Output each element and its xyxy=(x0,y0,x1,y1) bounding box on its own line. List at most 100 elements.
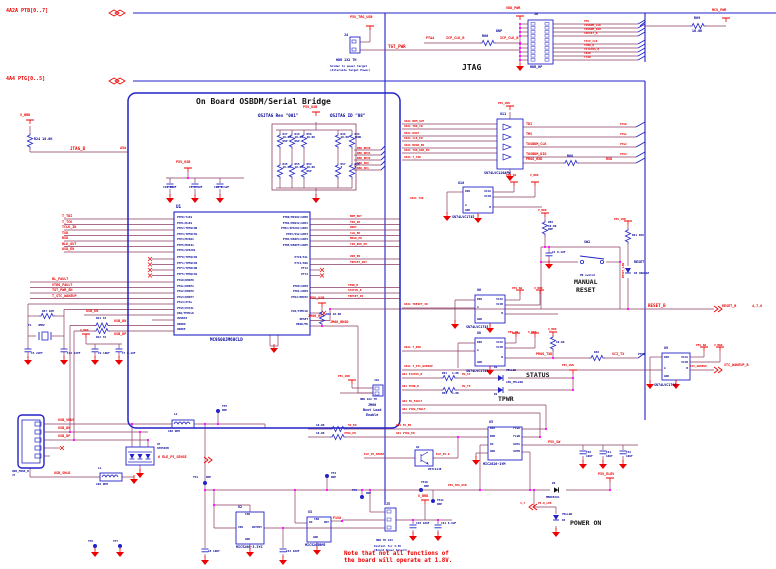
label-L-jm60_rst: JM60_RST xyxy=(308,314,325,318)
label-L-hdr_hp: HDR_HP xyxy=(530,65,543,69)
label-buffer-outputs-1: TMS xyxy=(526,132,533,136)
label-L-d6p: MBR0520L xyxy=(546,495,560,499)
label-L-q1: Q1 xyxy=(416,445,420,449)
label-bank-top-1: R46 xyxy=(294,132,300,136)
label-mcu-left_nets3-2: TGT_PWR_EN xyxy=(52,288,73,293)
label-mcu-left_nets-1: T_TCK xyxy=(62,219,73,224)
label-mcu-left_nets-3: TXD xyxy=(62,230,69,235)
label-L-u6: U6 xyxy=(477,288,482,292)
label-bank-topv-1: 10.0K xyxy=(294,135,303,140)
label-bank-bot-4: R56 xyxy=(354,162,360,166)
label-L-v_brd: V_BRD xyxy=(20,113,31,117)
label-mcu-left_pins-2: PTE2/TPM1CH0 xyxy=(177,226,198,231)
label-bank-bot-1: R55 xyxy=(294,162,300,166)
label-bank-nets-1: KBD_REV1 xyxy=(357,150,371,155)
label-L-u2p: MIC5200-3.3YS xyxy=(236,545,263,549)
label-L-u8: U8 xyxy=(477,331,482,335)
label-L-tp11: TP11 xyxy=(437,498,444,502)
label-mcu-left_pins-4: PTE4/MISO1 xyxy=(177,237,194,242)
label-mcu-left_pins3-0: PTG0/KBIP0 xyxy=(177,278,194,283)
label-L-f5v: A01 5V_FAULT xyxy=(402,399,423,403)
label-L-p5v_usb: P5V_USB xyxy=(562,363,574,367)
label-L-reset_b: RESET_B xyxy=(648,303,666,308)
label-L-y1v: 4MHZ xyxy=(38,323,45,327)
label-L-k10: 10.0K xyxy=(548,223,557,228)
label-L-reset_led: RESET_LED xyxy=(621,262,625,278)
label-bank-botv-1: 10.0K xyxy=(294,165,303,170)
label-L-p5v_usb: P5V_USB xyxy=(498,101,510,105)
label-L-t_rxd: A5A1 T_RXD xyxy=(404,345,421,349)
label-L-j4n2: (Alternate Target Power) xyxy=(330,68,371,72)
label-L-k10: 10.0K xyxy=(692,29,703,33)
label-L-icp_clk_b: ICP_CLK_B xyxy=(500,36,519,40)
label-bank-nets-4: KBD_ID1 xyxy=(357,165,369,170)
label-bank-bot-3: R57 xyxy=(340,162,346,166)
label-mcu-right_pins2-1: PTC1/SDA xyxy=(294,260,308,265)
label-bank-id: OSJTAG ID "08" xyxy=(330,113,366,118)
label-L-status_b: A01 STATUS_B xyxy=(402,372,423,376)
label-mcu-left_pins3-1: PTG1/KBIP1 xyxy=(177,283,194,288)
label-L-dnp: DNP xyxy=(331,475,337,479)
label-L-led_yellow: LED_YELLOW xyxy=(506,380,523,384)
label-L-txd_in: A5A1 TXD xyxy=(410,196,424,200)
label-jtag-right_nets-3: TRESET_B xyxy=(584,31,598,36)
label-mcu-right_pins-3: PTB3/SS2/ADP3 xyxy=(286,231,308,236)
label-L-c41: C41 0.1UF xyxy=(441,521,457,525)
label-L-p50_led: P5.0_LED xyxy=(538,501,552,505)
label-L-u1: U1 xyxy=(176,204,182,209)
label-L-d3: D3 ORANGE xyxy=(634,271,650,275)
label-L-pa: A xyxy=(477,348,479,352)
label-L-p5v_sw: P5V_SW xyxy=(508,330,519,334)
label-L-ohm100: 100 OHM xyxy=(168,429,180,433)
label-mcu-left_pins4-0: VUSB33 xyxy=(177,316,188,321)
label-L-jm60_bkgd: JM60_BKGD xyxy=(330,320,349,324)
label-L-tp10: TP10 xyxy=(421,480,428,484)
label-L-t45: SN74LVC1T45 xyxy=(654,383,677,387)
label-jtag-right_nets-6: TSTATUS_B xyxy=(584,47,600,52)
label-L-v_brd: V_BRD xyxy=(534,286,543,290)
label-L-sense: ELE_P5_SENSE xyxy=(364,452,385,456)
label-L-c32: C32 xyxy=(626,450,632,454)
label-L-uf10: 10UF xyxy=(606,454,613,458)
label-L-u3p: MIC5205BM5 xyxy=(305,543,326,547)
label-mcu-left_pins-3: PTE3/TPM1CH1 xyxy=(177,231,198,236)
label-L-c5: C5 0.1UF xyxy=(189,185,203,189)
label-L-t45: SN74LVC1T45 xyxy=(466,369,489,373)
label-L-pb: B xyxy=(501,311,503,315)
label-mcu-left_pins3-5: PTG5/EXTAL xyxy=(177,305,194,310)
label-L-c13: C13 22PF xyxy=(67,351,81,355)
label-L-boot: Boot Load xyxy=(363,408,382,412)
label-L-gnd: GND xyxy=(664,374,670,378)
label-L-usb_dn: USB_DN xyxy=(114,319,127,323)
label-mcu-right_pins3-0: PTD0/ADP8 xyxy=(292,283,308,288)
label-L-k10: 10.0K xyxy=(316,431,325,435)
label-L-treset_in: A5A1 TRESET_IN xyxy=(404,302,428,306)
label-L-envtrgl: VTRG_EN xyxy=(344,431,356,435)
label-mcu-right_nets3-2: TRESET_IN xyxy=(348,293,364,298)
label-L-vcca: VCCA xyxy=(496,297,503,301)
label-mcu-right_pins4-1: RESET xyxy=(299,316,308,321)
label-L-q1p: PDTC114E xyxy=(428,467,442,471)
label-L-vdd_pwr: VDD_PWR xyxy=(506,6,521,10)
label-L-en5: A01 5V_EN xyxy=(396,423,412,427)
label-L-reset_b: RESET_B xyxy=(722,304,737,308)
label-L-t45: SN74LVC1T45 xyxy=(452,215,475,219)
label-L-enb: ENB xyxy=(490,434,496,438)
label-mcu-right_nets-5: TXD_RXD_EN xyxy=(350,241,367,246)
label-L-d6: D6 xyxy=(552,481,556,485)
label-L-outputp: OUTPUT xyxy=(251,525,262,529)
label-L-j4n1: Solder to power target xyxy=(330,64,368,68)
label-mcu-right_nets2-1: TRESET_OUT xyxy=(350,259,367,264)
label-L-k1: 1.0K xyxy=(452,371,459,375)
label-L-power_on: POWER ON xyxy=(570,519,602,527)
label-mcu-right_pins-2: PTB2/SPSCK2/ADP2 xyxy=(281,226,308,231)
label-L-icp_clk_b: ICP_CLK_B xyxy=(446,36,465,40)
label-L-tp4: TP4 xyxy=(331,471,337,475)
label-L-dnp: DNP xyxy=(206,475,212,479)
label-mcu-left_pins-5: PTE5/MOSI1 xyxy=(177,242,194,247)
label-L-c9: C9 10UF xyxy=(98,351,110,355)
label-L-ena: ENA xyxy=(490,426,496,430)
label-L-j5n2: (Board Power Select) xyxy=(374,548,408,552)
label-L-v_brd: V_BRD xyxy=(80,328,89,332)
